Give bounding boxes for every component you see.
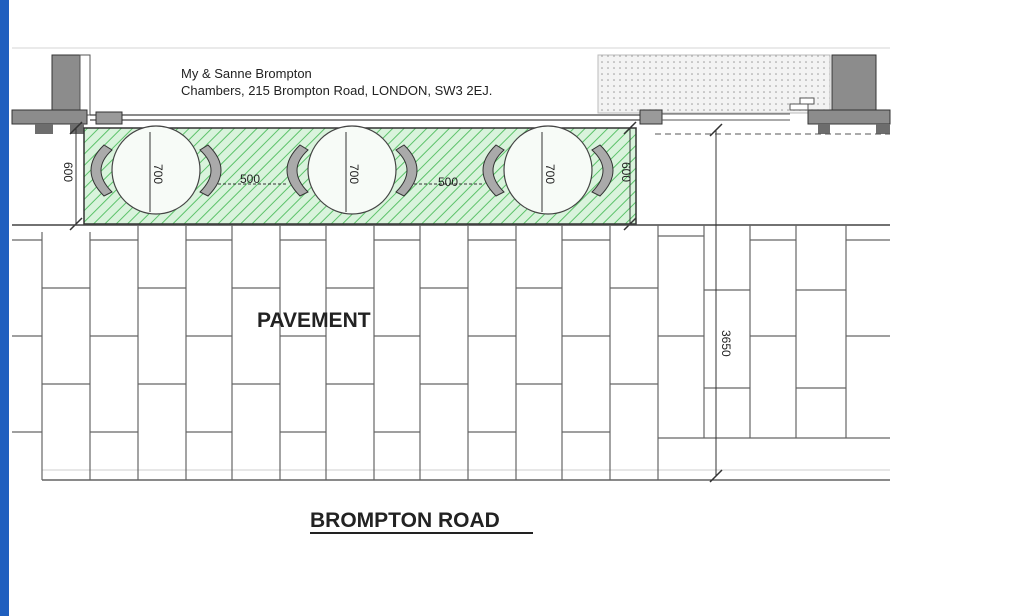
right-depth-dim: 600 <box>619 162 633 182</box>
right-plinth <box>807 109 891 125</box>
door-frame <box>639 109 663 125</box>
paving-grid <box>12 224 890 481</box>
table-1-dim: 700 <box>151 164 165 184</box>
building-name-line2: Chambers, 215 Brompton Road, LONDON, SW3… <box>181 83 492 98</box>
table-2 <box>307 125 397 215</box>
building-name-line1: My & Sanne Brompton <box>181 66 312 81</box>
paved-forecourt <box>597 54 831 114</box>
chair-3a <box>482 144 505 197</box>
gap-dim-2: 500 <box>438 175 458 189</box>
table-1 <box>111 125 201 215</box>
gap-dim-1: 500 <box>240 172 260 186</box>
left-depth-dim: 600 <box>61 162 75 182</box>
table-set-3: 700 <box>482 125 614 215</box>
road-label: BROMPTON ROAD <box>310 509 500 532</box>
left-pier <box>51 54 83 114</box>
table-set-1: 700 <box>90 125 222 215</box>
chair-1a <box>90 144 113 197</box>
pavement-width-dim: 3650 <box>719 330 733 357</box>
table-3-dim: 700 <box>543 164 557 184</box>
table-set-2: 700 <box>286 125 418 215</box>
chair-1b <box>199 144 222 197</box>
chair-2b <box>395 144 418 197</box>
table-2-dim: 700 <box>347 164 361 184</box>
building-facade <box>11 54 891 135</box>
table-3 <box>503 125 593 215</box>
pavement-label: PAVEMENT <box>257 309 371 332</box>
window-edge <box>0 0 9 616</box>
right-pier <box>831 54 877 114</box>
chair-2a <box>286 144 309 197</box>
chair-3b <box>591 144 614 197</box>
left-plinth <box>11 109 88 125</box>
